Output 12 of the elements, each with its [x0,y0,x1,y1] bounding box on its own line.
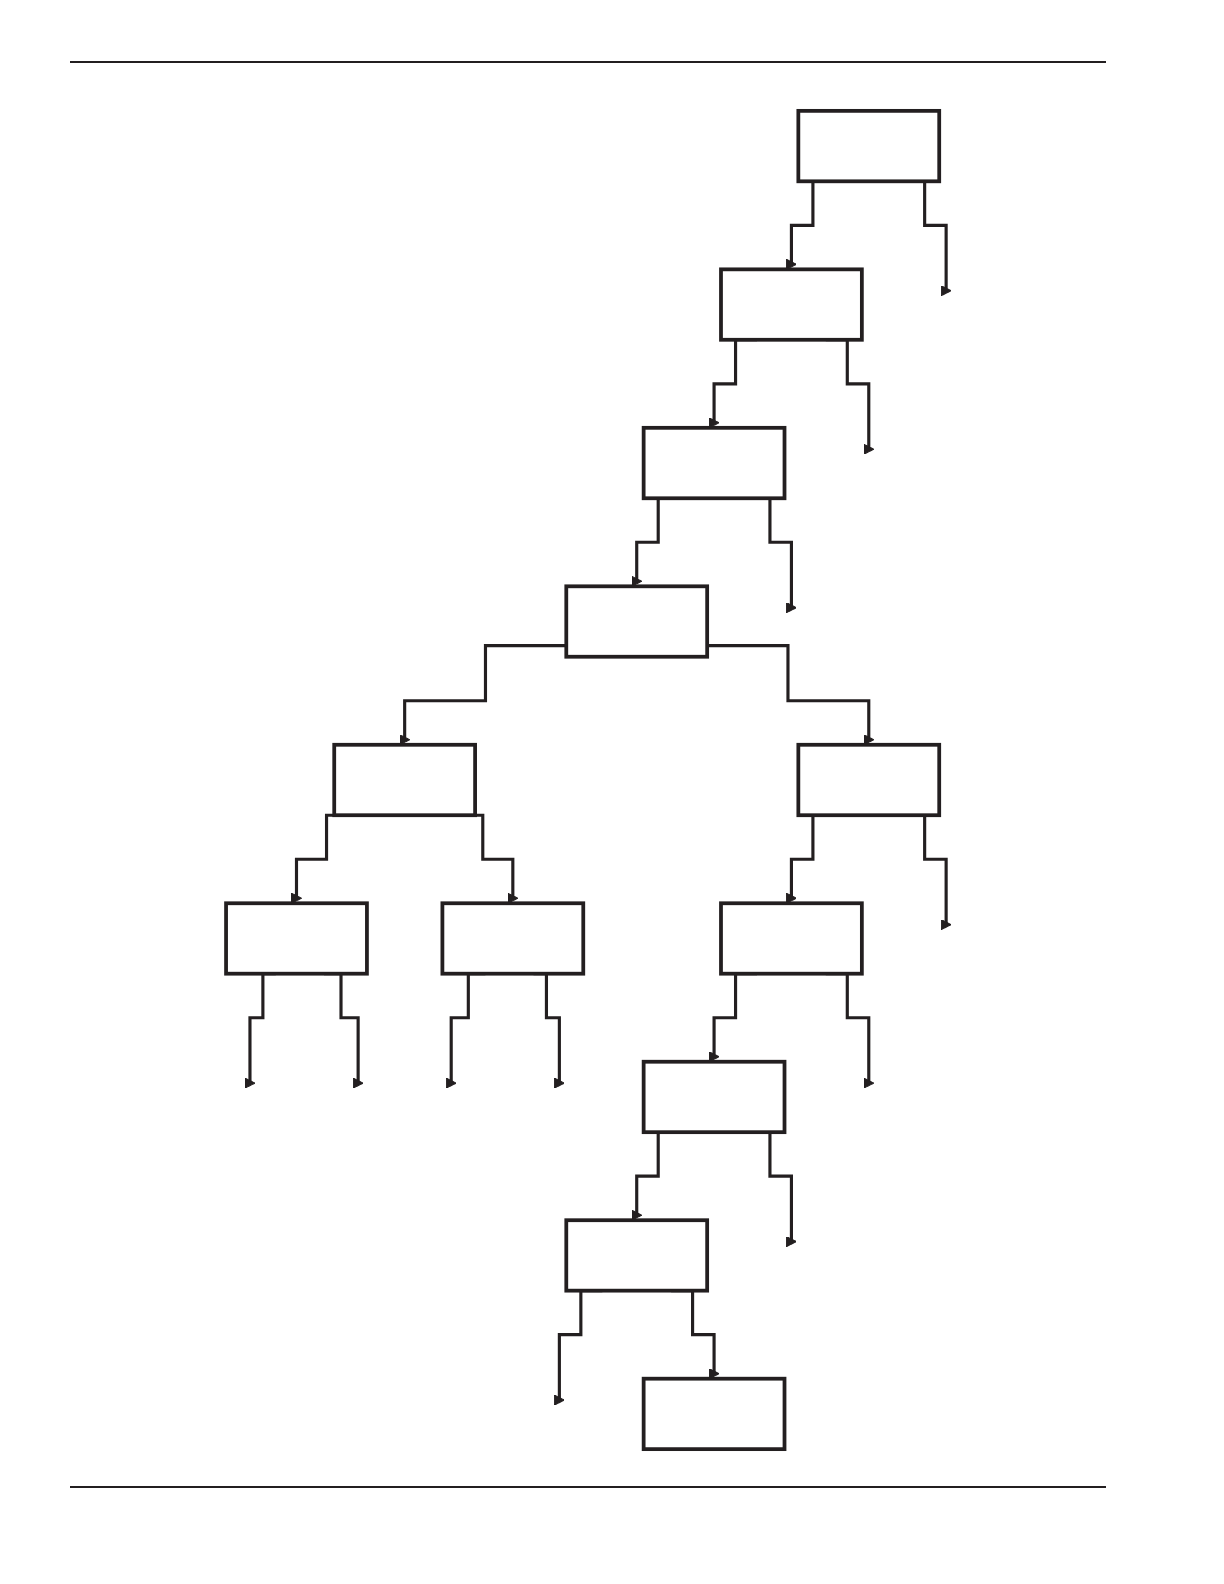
node-box [795,109,941,184]
node-box [331,742,477,818]
node-box [795,742,941,818]
node-box [563,1218,709,1293]
node-box [718,901,864,976]
node-box [718,267,864,342]
node-box [563,584,709,659]
node-box [641,1376,786,1451]
node-box [641,425,786,501]
node-box [641,1059,786,1135]
node-box [440,901,585,976]
node-box [223,901,369,976]
